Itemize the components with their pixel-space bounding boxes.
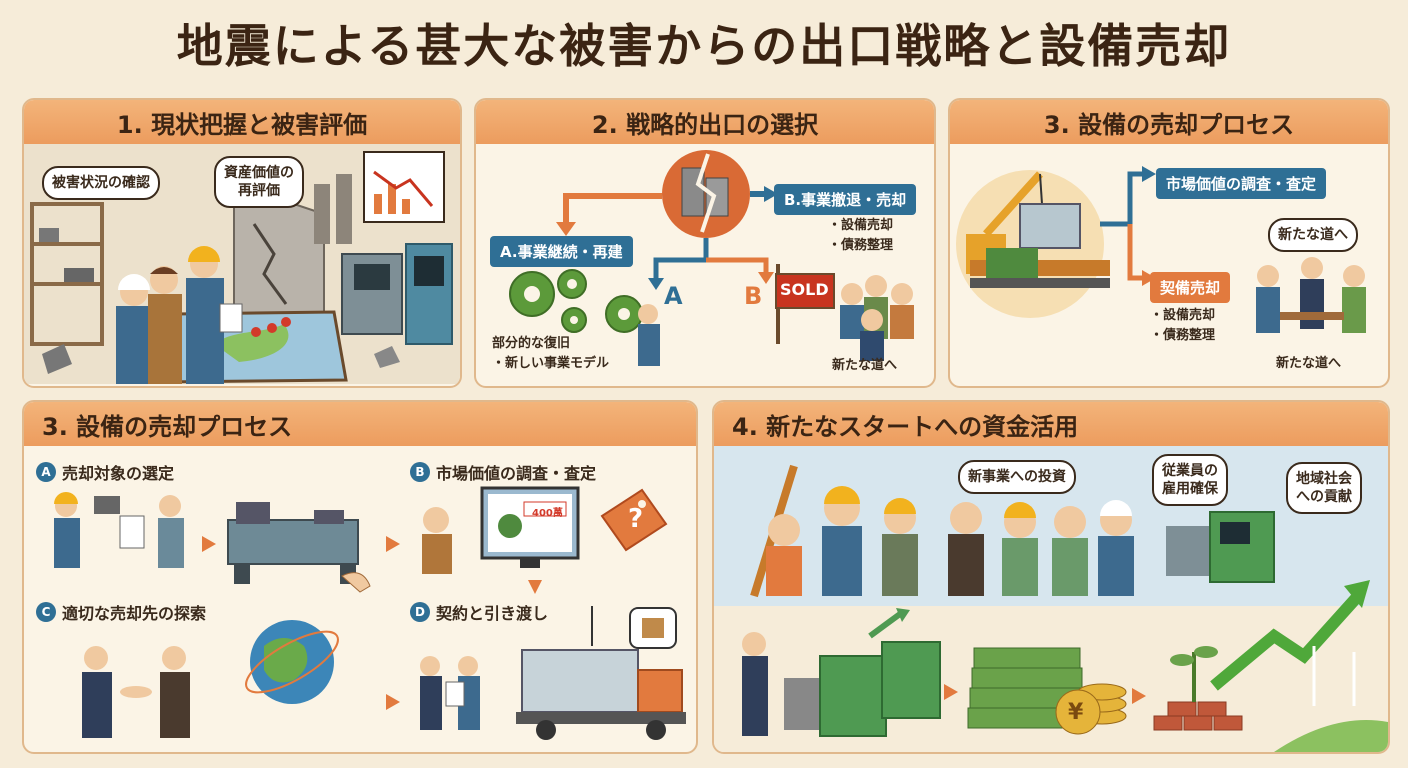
equipment-sale-item-sale: ・設備売却	[1150, 308, 1216, 323]
equipment-sale-item-debt: ・債務整理	[1150, 327, 1216, 343]
panel-exit-strategy-heading: 2. 戦略的出口の選択	[476, 100, 934, 144]
step-a: A 売却対象の選定	[36, 460, 174, 484]
bubble-community: 地域社会 への貢献	[1286, 462, 1362, 515]
option-a-item-partial: 部分的な復旧	[492, 336, 571, 351]
bubble-new-business-investment: 新事業への投資	[958, 460, 1076, 495]
panel-exit-strategy: 2. 戦略的出口の選択	[474, 98, 936, 388]
crane-lift-illustration	[956, 166, 1366, 333]
panel-assessment: 1. 現状把握と被害評価	[22, 98, 462, 388]
option-b-item-equipment-sale: ・設備売却	[828, 218, 894, 233]
panel-assessment-heading: 1. 現状把握と被害評価	[24, 100, 460, 144]
bubble-damage-check: 被害状況の確認	[42, 166, 160, 201]
equipment-sale-items: ・設備売却 ・債務整理	[1150, 306, 1215, 345]
bubble-asset-revaluation-line1: 資産価値の	[224, 165, 294, 181]
screen-price-text: 400萬	[532, 508, 563, 519]
market-value-tag: 市場価値の調査・査定	[1156, 168, 1327, 199]
bubble-asset-revaluation: 資産価値の 再評価	[214, 156, 304, 209]
step-a-badge: A	[36, 462, 56, 482]
option-a-items: 部分的な復旧 ・新しい事業モデル	[492, 334, 609, 373]
step-c-badge: C	[36, 602, 56, 622]
panel-sale-process-steps: 3. 設備の売却プロセス	[22, 400, 698, 754]
panel-exit-strategy-body: B.事業撤退・売却 ・設備売却 ・債務整理 A.事業継続・再建 部分的な復旧 ・…	[476, 144, 934, 386]
panel-sale-process-steps-body: A 売却対象の選定 B 市場価値の調査・査定 C 適切な売却先の探索 D 契約と…	[24, 446, 696, 752]
yen-coin-symbol: ¥	[1068, 700, 1084, 725]
equipment-sale-tag: 契備売却	[1150, 272, 1231, 303]
step-d-badge: D	[410, 602, 430, 622]
sold-sign-text: SOLD	[780, 280, 829, 299]
step-a-label: 売却対象の選定	[62, 464, 175, 483]
panel-fund-usage-heading: 4. 新たなスタートへの資金活用	[714, 402, 1388, 446]
bubble-employment: 従業員の 雇用確保	[1152, 454, 1228, 507]
step-c: C 適切な売却先の探索	[36, 600, 206, 624]
panel-sale-process-top-heading: 3. 設備の売却プロセス	[950, 100, 1388, 144]
bubble-community-line1: 地域社会	[1296, 471, 1352, 487]
caption-new-path: 新たな道へ	[1276, 356, 1342, 371]
panel-sale-process-steps-heading: 3. 設備の売却プロセス	[24, 402, 696, 446]
panel-sale-process-top: 3. 設備の売却プロセス 市場価値の調査・査定 契備売却 ・設備売却 ・	[948, 98, 1390, 388]
page-title: 地震による甚大な被害からの出口戦略と設備売却	[176, 19, 1232, 73]
option-b-exit-sale: B.事業撤退・売却	[774, 184, 917, 215]
panel-fund-usage: 4. 新たなスタートへの資金活用	[712, 400, 1390, 754]
sale-steps-illustration	[54, 486, 686, 740]
option-a-continue-rebuild: A.事業継続・再建	[490, 236, 633, 267]
panel-sale-process-top-body: 市場価値の調査・査定 契備売却 ・設備売却 ・債務整理 新たな道へ 新たな道へ	[950, 144, 1388, 386]
new-path-caption: 新たな道へ	[832, 358, 898, 373]
step-d-label: 契約と引き渡し	[436, 604, 549, 623]
bubble-asset-revaluation-line2: 再評価	[238, 183, 280, 200]
letter-b: B	[744, 282, 763, 310]
option-a-item-new-model: ・新しい事業モデル	[492, 355, 610, 371]
option-b-items: ・設備売却 ・債務整理	[828, 216, 893, 255]
price-tag-question: ?	[628, 504, 644, 534]
step-c-label: 適切な売却先の探索	[62, 604, 207, 623]
panel-fund-usage-body: 新事業への投資 従業員の 雇用確保 地域社会 への貢献 ¥	[714, 446, 1388, 752]
step-b: B 市場価値の調査・査定	[410, 460, 596, 484]
step-b-badge: B	[410, 462, 430, 482]
option-b-item-debt: ・債務整理	[828, 237, 894, 253]
panel-assessment-body: 被害状況の確認 資産価値の 再評価	[24, 144, 460, 386]
bubble-new-path: 新たな道へ	[1268, 218, 1358, 253]
letter-a: A	[664, 282, 683, 310]
bubble-community-line2: への貢献	[1296, 489, 1352, 506]
step-d: D 契約と引き渡し	[410, 600, 548, 624]
bubble-employment-line2: 雇用確保	[1162, 481, 1218, 498]
step-b-label: 市場価値の調査・査定	[436, 464, 597, 483]
fund-usage-illustration	[714, 446, 1388, 752]
exit-choice-illustration	[509, 150, 914, 366]
bubble-employment-line1: 従業員の	[1162, 463, 1218, 479]
